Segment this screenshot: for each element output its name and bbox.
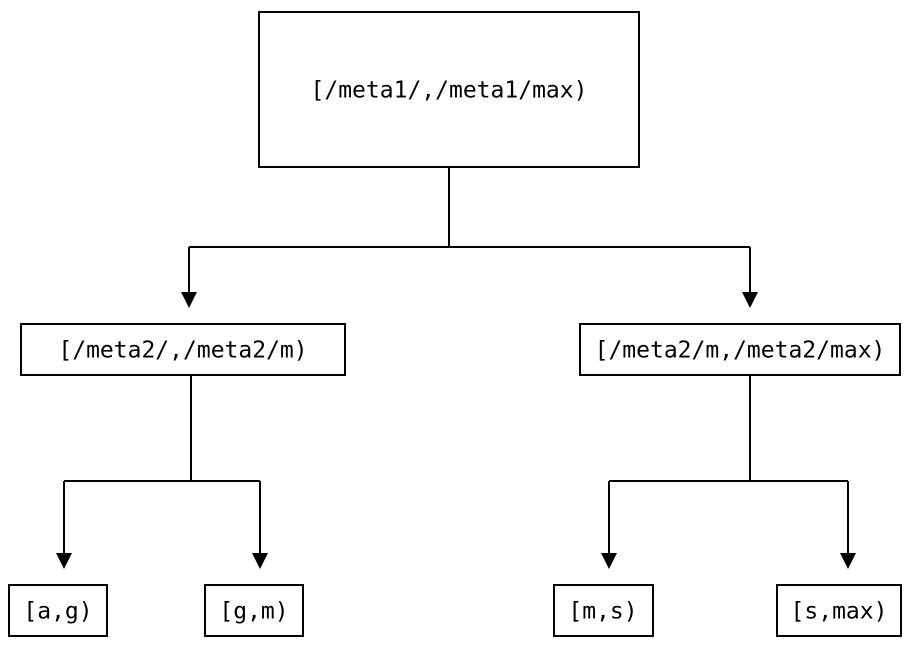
node-leaf-g-m-label: [g,m)	[219, 599, 288, 625]
node-leaf-m-s-label: [m,s)	[568, 599, 637, 625]
node-mid-left[interactable]: [/meta2/,/meta2/m)	[19, 322, 347, 377]
arrowhead-to-leaf-m-s	[601, 553, 617, 569]
edge-root-to-children	[181, 167, 758, 308]
node-leaf-a-g-label: [a,g)	[23, 599, 92, 625]
node-mid-left-box[interactable]	[19, 322, 347, 377]
node-leaf-m-s[interactable]: [m,s)	[552, 583, 655, 638]
node-leaf-a-g-box[interactable]	[7, 583, 109, 638]
node-leaf-s-max[interactable]: [s,max)	[775, 583, 903, 638]
edge-mid-left-to-children	[56, 375, 268, 569]
node-mid-right-box[interactable]	[578, 322, 902, 377]
node-leaf-m-s-box[interactable]	[552, 583, 655, 638]
arrowhead-to-mid-left	[181, 292, 197, 308]
arrowhead-to-leaf-a-g	[56, 553, 72, 569]
edge-mid-right-to-children	[601, 375, 856, 569]
node-mid-right-label: [/meta2/m,/meta2/max)	[595, 338, 886, 364]
node-leaf-g-m[interactable]: [g,m)	[203, 583, 305, 638]
node-leaf-g-m-box[interactable]	[203, 583, 305, 638]
arrowhead-to-mid-right	[742, 292, 758, 308]
node-mid-left-label: [/meta2/,/meta2/m)	[58, 338, 307, 364]
node-root-box[interactable]	[257, 10, 641, 169]
arrowhead-to-leaf-g-m	[252, 553, 268, 569]
arrowhead-to-leaf-s-max	[840, 553, 856, 569]
node-root-label: [/meta1/,/meta1/max)	[311, 78, 588, 104]
node-leaf-a-g[interactable]: [a,g)	[7, 583, 109, 638]
node-root[interactable]: [/meta1/,/meta1/max)	[257, 10, 641, 169]
node-mid-right[interactable]: [/meta2/m,/meta2/max)	[578, 322, 902, 377]
node-leaf-s-max-box[interactable]	[775, 583, 903, 638]
node-leaf-s-max-label: [s,max)	[791, 599, 888, 625]
